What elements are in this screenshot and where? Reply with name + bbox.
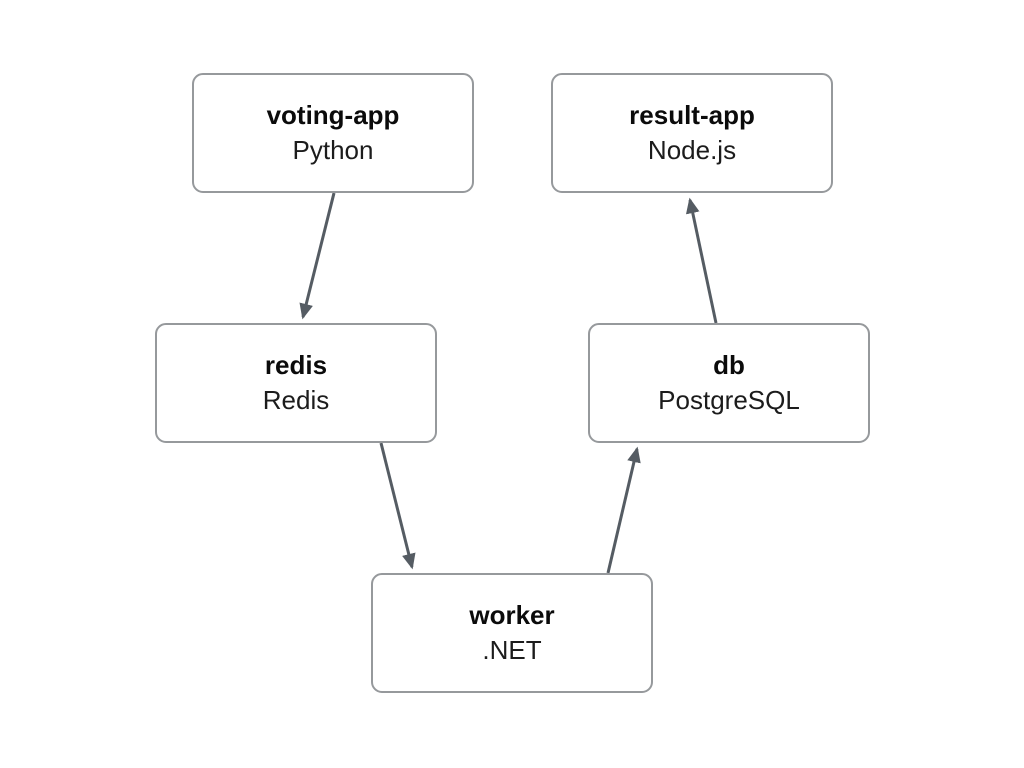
node-voting-app: voting-app Python	[192, 73, 474, 193]
edge-db-to-result-app	[685, 197, 718, 324]
node-redis-title: redis	[264, 350, 328, 380]
node-voting-app-title: voting-app	[266, 100, 400, 130]
node-redis-subtitle: Redis	[262, 385, 330, 415]
node-voting-app-subtitle: Python	[292, 135, 374, 165]
node-worker: worker .NET	[371, 573, 653, 693]
node-db: db PostgreSQL	[588, 323, 870, 443]
node-result-app-subtitle: Node.js	[647, 135, 737, 165]
edge-redis-to-worker	[379, 442, 416, 570]
node-worker-title: worker	[469, 600, 555, 630]
node-worker-subtitle: .NET	[482, 635, 542, 665]
node-result-app-title: result-app	[629, 100, 755, 130]
edge-worker-to-db	[606, 446, 641, 574]
node-db-title: db	[713, 350, 745, 380]
node-db-subtitle: PostgreSQL	[658, 385, 800, 415]
node-result-app: result-app Node.js	[551, 73, 833, 193]
edge-voting-app-to-redis	[299, 192, 336, 320]
node-redis: redis Redis	[155, 323, 437, 443]
